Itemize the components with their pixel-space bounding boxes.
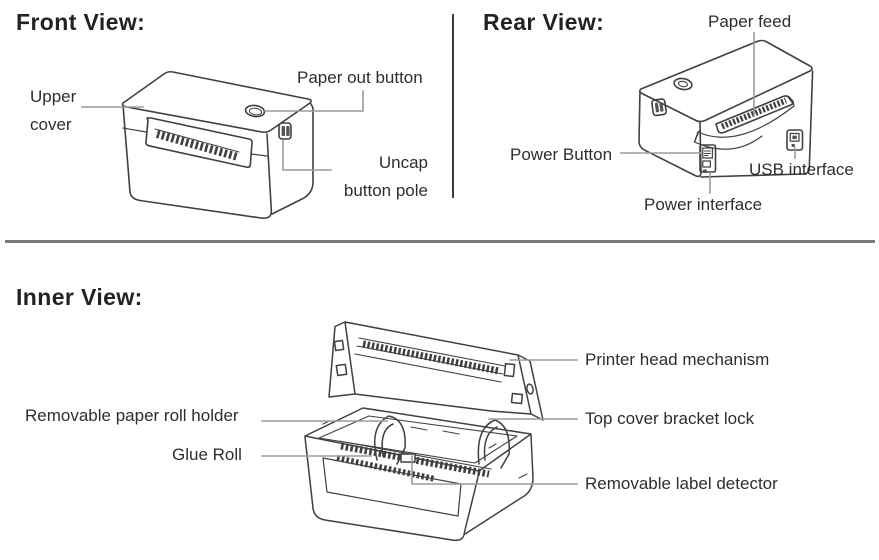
inner-printer-strokes: [304, 321, 544, 542]
paper-feed-roll: [720, 97, 788, 130]
open-lid-face: [344, 321, 532, 415]
front-cover-seam: [122, 127, 268, 157]
paper-roll-holder-bracket-left: [374, 415, 406, 465]
label-usb-interface: USB interface: [749, 160, 854, 179]
uncap-latch-bar-1: [281, 126, 285, 136]
open-lid-right-cap: [517, 354, 544, 421]
inner-printer-line-art: [304, 321, 544, 542]
label-glue-roll: Glue Roll: [172, 445, 242, 464]
lid-left-clip-2: [335, 363, 348, 377]
vertical-section-divider: [452, 14, 454, 198]
front-right-face: [271, 103, 314, 215]
printer-head-mechanism-graphic: [354, 337, 506, 383]
power-panel: [699, 144, 717, 173]
front-view-heading: Front View:: [16, 9, 146, 35]
label-upper-cover: Upper cover: [30, 87, 77, 134]
paper-out-button-inner: [248, 107, 263, 116]
inner-view-heading: Inner View:: [16, 284, 143, 310]
front-slot-serration-edge: [154, 128, 240, 153]
lid-clip-right-1: [503, 362, 516, 378]
front-printer-strokes: [121, 70, 314, 220]
paper-out-button-graphic: [244, 104, 266, 118]
label-power-interface: Power interface: [644, 195, 763, 214]
label-removable-paper-roll-holder: Removable paper roll holder: [25, 406, 239, 425]
uncap-latch: [278, 122, 292, 140]
label-paper-feed: Paper feed: [708, 12, 792, 31]
paper-feed-flap: [693, 96, 795, 143]
label-uncap-button-pole: Uncap button pole: [343, 153, 428, 200]
horizontal-section-divider: [5, 240, 875, 243]
inner-printer-illustration: [293, 308, 548, 558]
front-paper-slot: [145, 116, 253, 169]
removable-label-detector-sensor: [400, 453, 416, 463]
label-top-cover-bracket-lock: Top cover bracket lock: [585, 409, 755, 428]
top-button-ring-outer: [673, 77, 693, 91]
uncap-latch-bar-2: [286, 126, 290, 136]
lid-left-clip-1: [333, 339, 345, 352]
lid-clip-right-2: [510, 392, 524, 405]
usb-port: [786, 129, 804, 151]
label-printer-head-mechanism: Printer head mechanism: [585, 350, 770, 369]
rear-left-face: [638, 90, 702, 178]
power-interface-socket: [702, 169, 707, 173]
rear-latch: [651, 98, 667, 117]
open-lid-left-cap: [328, 321, 356, 398]
front-printer-illustration: [98, 48, 353, 233]
front-slot-serration: [155, 130, 240, 161]
front-front-face: [122, 104, 273, 220]
rear-printer-strokes: [638, 39, 814, 178]
label-paper-out-button: Paper out button: [297, 68, 423, 87]
rear-printer-line-art: [638, 39, 814, 178]
rear-printer-illustration: [598, 33, 873, 223]
base-inner-rim: [318, 415, 518, 464]
label-removable-label-detector: Removable label detector: [585, 474, 778, 493]
top-button-ring-inner: [677, 80, 689, 88]
rear-view-heading: Rear View:: [483, 9, 605, 35]
rear-back-face: [700, 70, 814, 178]
base-right-face: [464, 434, 534, 535]
lid-right-hole: [526, 383, 534, 395]
rim-detail-ticks: [322, 420, 528, 479]
base-front-face: [304, 436, 480, 542]
power-button-switch: [702, 147, 714, 159]
front-printer-line-art: [121, 70, 314, 220]
label-power-button: Power Button: [510, 145, 613, 164]
